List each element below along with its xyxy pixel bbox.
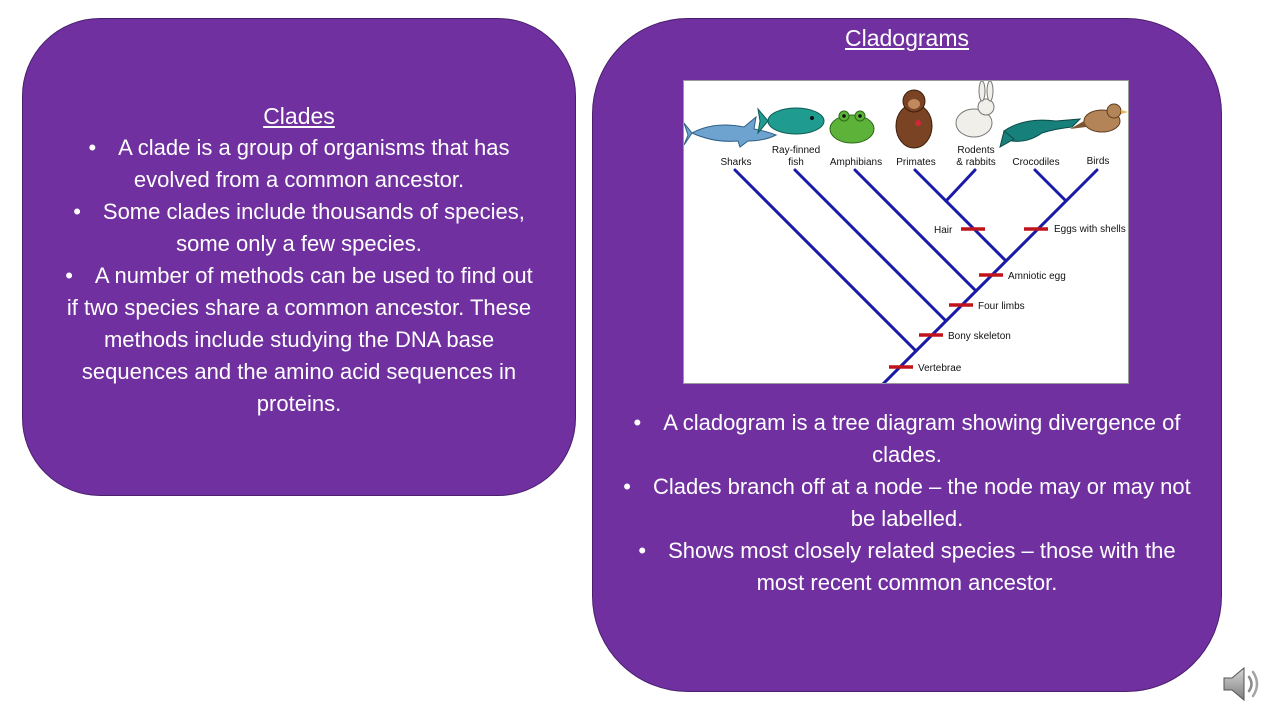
clades-bullet: •A number of methods can be used to find… <box>65 263 533 416</box>
trait-eggs-with-shells: Eggs with shells <box>1054 224 1126 235</box>
taxon-rabbits: & rabbits <box>956 157 995 168</box>
clades-heading: Clades <box>263 103 335 129</box>
fish-image <box>757 107 825 135</box>
taxon-rodents: Rodents <box>957 145 994 156</box>
bullet-dot: • <box>88 135 97 160</box>
trait-hair: Hair <box>934 225 953 236</box>
cladograms-bullet: •Shows most closely related species – th… <box>638 538 1176 595</box>
cladogram-figure: Sharks Ray-finned fish Amphibians Primat… <box>683 80 1129 384</box>
trait-vertebrae: Vertebrae <box>918 363 962 374</box>
bullet-dot: • <box>65 263 73 288</box>
primate-image <box>895 89 933 149</box>
clades-bullet: •A clade is a group of organisms that ha… <box>88 135 510 192</box>
speaker-icon-graphic <box>1223 666 1259 702</box>
branch-mammals <box>913 168 1008 263</box>
branch-sharks <box>733 168 918 353</box>
bullet-dot: • <box>73 199 81 224</box>
frog-image <box>829 110 875 144</box>
branch-crocodiles <box>1033 168 1068 203</box>
taxon-primates: Primates <box>896 157 935 168</box>
bird-image <box>1070 103 1128 133</box>
branch-fish <box>793 168 948 323</box>
shark-image <box>684 115 778 148</box>
branch-rodents <box>944 168 977 203</box>
cladograms-bullet: •Clades branch off at a node – the node … <box>623 474 1191 531</box>
trait-four-limbs: Four limbs <box>978 301 1025 312</box>
trait-bony-skeleton: Bony skeleton <box>948 331 1011 342</box>
clades-bullet: •Some clades include thousands of specie… <box>73 199 525 256</box>
speaker-icon[interactable] <box>1218 660 1266 708</box>
main-branch <box>881 168 1099 383</box>
branch-amphibians <box>853 168 978 293</box>
taxon-birds: Birds <box>1087 156 1110 167</box>
cladograms-bullet: •A cladogram is a tree diagram showing d… <box>633 410 1181 467</box>
cladograms-heading: Cladograms <box>845 25 969 51</box>
taxon-sharks: Sharks <box>720 157 751 168</box>
cladogram-diagram: Sharks Ray-finned fish Amphibians Primat… <box>684 81 1128 383</box>
taxon-crocodiles: Crocodiles <box>1012 157 1059 168</box>
bullet-dot: • <box>623 474 631 499</box>
clades-bullet-list: •A clade is a group of organisms that ha… <box>63 132 535 420</box>
clades-panel: Clades •A clade is a group of organisms … <box>22 18 576 496</box>
taxon-fish: fish <box>788 157 804 168</box>
bullet-dot: • <box>638 538 647 563</box>
trait-amniotic-egg: Amniotic egg <box>1008 271 1066 282</box>
crocodile-image <box>999 118 1082 149</box>
trait-markers <box>889 227 1048 369</box>
taxon-ray-finned: Ray-finned <box>772 145 820 156</box>
rabbit-image <box>955 81 995 138</box>
taxon-amphibians: Amphibians <box>830 157 882 168</box>
bullet-dot: • <box>633 410 642 435</box>
cladograms-bullet-list: •A cladogram is a tree diagram showing d… <box>623 407 1191 599</box>
cladogram-branches <box>733 168 1099 383</box>
